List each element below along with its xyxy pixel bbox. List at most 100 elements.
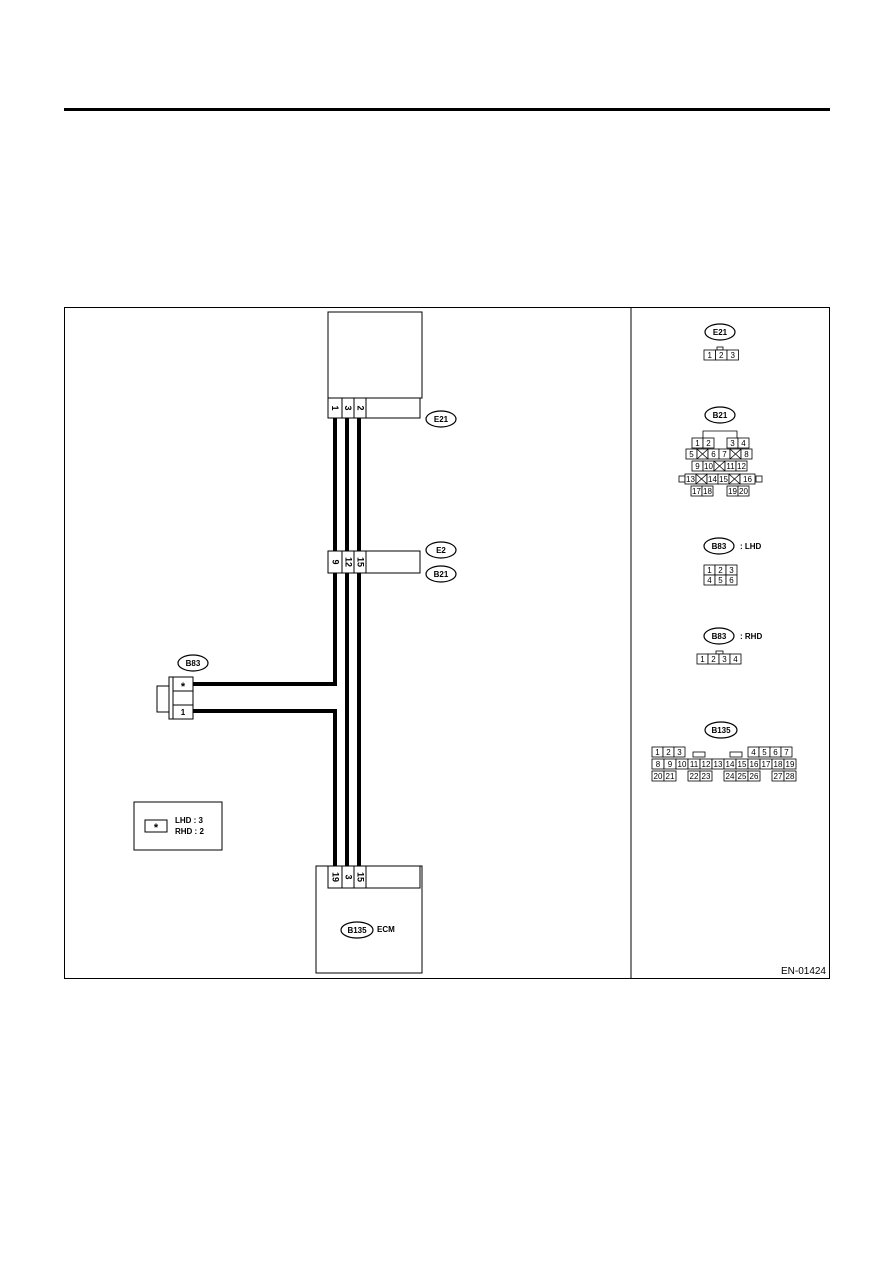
pin-number: 17	[762, 760, 771, 769]
pin-cell	[740, 448, 753, 460]
side-e21-tag-label: E21	[713, 328, 728, 337]
side-b83-rhd-tag	[703, 627, 735, 645]
pin-number: 14	[708, 475, 717, 484]
ecm-label: ECM	[377, 925, 395, 934]
pin-number: 15	[738, 760, 747, 769]
e21-tag-label: E21	[434, 415, 449, 424]
pin-number: 4	[707, 576, 712, 585]
b83-pin-star: *	[181, 681, 186, 693]
pin-number: 25	[738, 772, 747, 781]
pin-number: 3	[730, 439, 735, 448]
wire-harness	[193, 418, 361, 866]
pin-number: 28	[786, 772, 795, 781]
pin-number: 14	[726, 760, 735, 769]
pin-cell	[701, 485, 714, 497]
ecm-box	[315, 865, 423, 974]
pin-number: 17	[692, 487, 701, 496]
blank-pin-cross	[695, 473, 708, 485]
blank-pin-cross	[729, 448, 742, 460]
pin-number: 24	[726, 772, 735, 781]
blank-pin-cross	[713, 460, 726, 472]
pin-number: 5	[762, 748, 767, 757]
b83-tag-label: B83	[186, 659, 201, 668]
diagram-frame	[64, 307, 830, 979]
figure-id: EN-01424	[781, 966, 826, 977]
side-b83-lhd-suffix: : LHD	[740, 542, 762, 551]
pin-number: 2	[706, 439, 711, 448]
pin-number: 3	[729, 566, 734, 575]
side-b83-lhd-tag-label: B83	[712, 542, 727, 551]
legend-star: *	[154, 822, 159, 834]
header-rule	[64, 108, 830, 111]
side-b83-lhd-tag	[703, 537, 735, 555]
pin-cell	[673, 746, 686, 758]
pin-number: 8	[656, 760, 661, 769]
pin-cell	[699, 770, 713, 782]
e21-connector-tag	[425, 410, 457, 428]
pin-number: 20	[739, 487, 748, 496]
e2-tag-label: E2	[436, 546, 446, 555]
e21-pin-label: 1	[330, 405, 340, 410]
pin-number: 9	[695, 462, 700, 471]
pin-number: 4	[751, 748, 756, 757]
pin-number: 10	[678, 760, 687, 769]
pin-number: 16	[750, 760, 759, 769]
pin-number: 16	[743, 475, 752, 484]
ecm-tag-label: B135	[347, 926, 367, 935]
pin-cell	[739, 473, 756, 485]
pin-cell	[663, 770, 677, 782]
pin-number: 1	[695, 439, 700, 448]
ecm-connector-tag	[340, 921, 374, 939]
pin-number: 19	[728, 487, 737, 496]
pin-number: 18	[774, 760, 783, 769]
pin-number: 2	[719, 351, 724, 360]
ecm-pin-label: 15	[356, 872, 366, 882]
pin-number: 6	[729, 576, 734, 585]
pin-number: 2	[711, 655, 716, 664]
pin-number: 11	[726, 462, 735, 471]
top-component-box	[327, 311, 423, 399]
b21-connector-tag	[425, 565, 457, 583]
mid-pin-label: 15	[356, 557, 366, 567]
legend-rhd: RHD : 2	[175, 827, 204, 836]
blank-pin-cross	[696, 448, 709, 460]
legend-star-box	[144, 819, 168, 833]
pin-cell	[780, 746, 793, 758]
pin-number: 6	[711, 450, 716, 459]
pin-number: 13	[686, 475, 695, 484]
pin-number: 10	[704, 462, 713, 471]
side-b83-rhd-suffix: : RHD	[740, 632, 762, 641]
pin-number: 8	[744, 450, 749, 459]
b83-connector-tag	[177, 654, 209, 672]
pin-number: 1	[700, 655, 705, 664]
pin-number: 4	[733, 655, 738, 664]
pin-cell	[725, 574, 738, 586]
pin-cell	[735, 460, 748, 472]
b21-tag-label: B21	[434, 570, 449, 579]
blank-pin-cross	[728, 473, 741, 485]
pin-cell	[702, 437, 715, 449]
e21-connector-strip	[327, 397, 421, 419]
pin-number: 27	[774, 772, 783, 781]
pin-number: 22	[690, 772, 699, 781]
e2-connector-tag	[425, 541, 457, 559]
pin-number: 5	[689, 450, 694, 459]
pin-number: 20	[654, 772, 663, 781]
pin-number: 12	[702, 760, 711, 769]
pin-number: 5	[718, 576, 723, 585]
pin-number: 23	[702, 772, 711, 781]
pin-number: 18	[703, 487, 712, 496]
pin-number: 6	[773, 748, 778, 757]
pin-number: 11	[690, 760, 699, 769]
ecm-pin-label: 3	[344, 874, 354, 879]
pin-cell	[729, 653, 742, 665]
pin-number: 13	[714, 760, 723, 769]
pin-cell	[783, 758, 797, 770]
side-b135-tag-label: B135	[711, 726, 731, 735]
pin-number: 3	[731, 351, 736, 360]
side-b21-tag-label: B21	[713, 411, 728, 420]
pin-cell	[737, 485, 750, 497]
ecm-pin-label: 19	[331, 872, 341, 882]
